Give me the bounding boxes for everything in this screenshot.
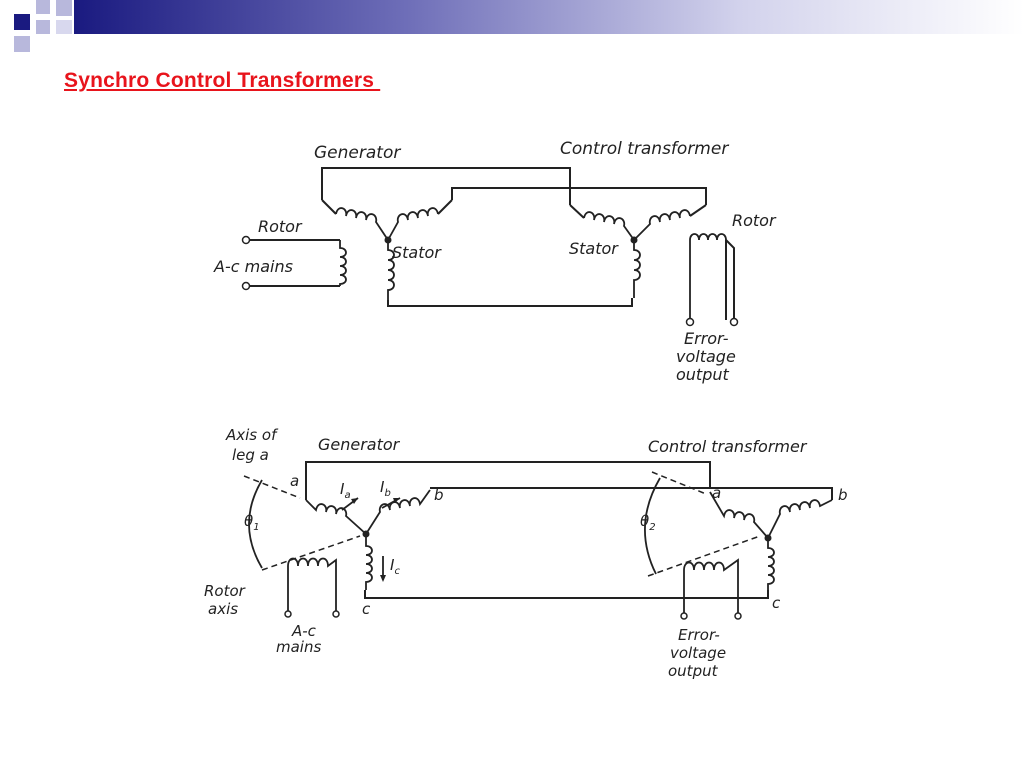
bottom-error-line3: output bbox=[668, 662, 719, 680]
leg-b-right-label: b bbox=[838, 486, 848, 504]
theta2-symbol: θ2 bbox=[640, 512, 656, 533]
bottom-error-line2: voltage bbox=[670, 644, 726, 662]
top-error-line3: output bbox=[676, 365, 730, 384]
top-stator-left-label: Stator bbox=[392, 243, 442, 262]
leg-b-left-label: b bbox=[434, 486, 444, 504]
header-gradient-bar bbox=[74, 0, 1024, 34]
rotor-axis-line2: axis bbox=[208, 600, 238, 618]
top-generator-label: Generator bbox=[314, 143, 401, 163]
current-ic: Ic bbox=[390, 556, 400, 577]
rotor-axis-line1: Rotor bbox=[204, 582, 246, 600]
slide-title: Synchro Control Transformers bbox=[64, 69, 381, 92]
bottom-ac-line1: A-c bbox=[291, 622, 317, 640]
top-diagram: Generator Control transformer Rotor A-c … bbox=[213, 139, 777, 384]
current-ib: Ib bbox=[380, 478, 391, 499]
axis-of-leg-line2: leg a bbox=[232, 446, 269, 464]
bottom-ac-line2: mains bbox=[276, 638, 321, 656]
leg-a-left-label: a bbox=[290, 472, 299, 490]
top-stator-right-label: Stator bbox=[569, 239, 619, 258]
current-ia: Ia bbox=[340, 480, 351, 501]
bottom-control-transformer-label: Control transformer bbox=[648, 437, 808, 456]
theta1-symbol: θ1 bbox=[244, 512, 260, 533]
top-error-line1: Error- bbox=[684, 329, 729, 348]
bottom-generator-label: Generator bbox=[318, 435, 401, 454]
top-rotor-right-label: Rotor bbox=[732, 211, 777, 230]
leg-c-left-label: c bbox=[362, 600, 371, 618]
bottom-error-line1: Error- bbox=[678, 626, 720, 644]
axis-of-leg-line1: Axis of bbox=[225, 426, 279, 444]
top-error-line2: voltage bbox=[676, 347, 736, 366]
top-rotor-left-label: Rotor bbox=[258, 217, 303, 236]
top-ac-mains-label: A-c mains bbox=[213, 257, 293, 276]
bottom-diagram: Axis of leg a Generator Control transfor… bbox=[204, 426, 848, 680]
corner-decoration bbox=[14, 0, 72, 52]
leg-c-right-label: c bbox=[772, 594, 781, 612]
top-control-transformer-label: Control transformer bbox=[560, 139, 729, 159]
leg-a-right-label: a bbox=[712, 484, 721, 502]
